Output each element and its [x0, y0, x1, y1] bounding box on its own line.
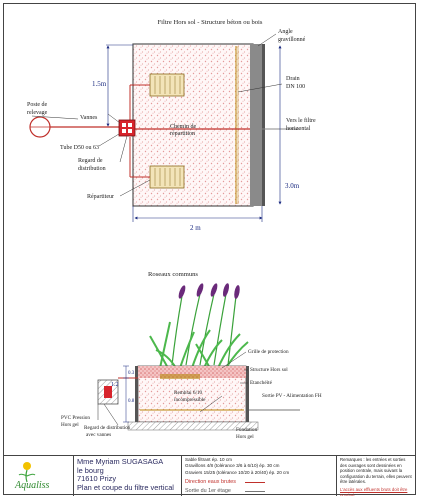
legend-first-stage: Sortie du 1er étage — [185, 488, 231, 494]
reeds — [149, 283, 249, 369]
label-drain-dn: DN 100 — [286, 84, 305, 90]
label-angle: Angle — [278, 29, 293, 35]
section-dimension-lines — [123, 365, 129, 423]
label-remblai-1: Remblai 6/10 — [174, 390, 203, 396]
logo-icon — [18, 462, 36, 483]
section-leader-lines — [97, 351, 248, 426]
owner-address-2: 71610 Prizy — [77, 474, 117, 484]
drawing-canvas: Filtre Hors sol - Structure béton ou boi… — [27, 19, 322, 440]
spec-line: Sable filtrant ép. 10 cm — [185, 457, 232, 462]
label-vers-1: Vers le filtre — [286, 117, 316, 124]
label-regard-1: Regard de — [78, 158, 103, 164]
label-tube: Tube D50 ou 63 — [60, 145, 99, 151]
label-regard-2: distribution — [78, 166, 106, 172]
legend-raw-water: Direction eaux brutes — [185, 479, 236, 485]
label-vannes: Vannes — [80, 115, 98, 121]
label-section-regard-2: avec vannes — [86, 432, 111, 438]
owner-name: Mme Myriam SUGASAGA — [77, 457, 164, 466]
label-chemin-1: Chemin de — [170, 124, 196, 130]
legend-first-stage-arrow-icon — [245, 491, 265, 492]
label-structure: Structure Hors sol — [250, 367, 288, 373]
label-remblai-2: incompressible — [174, 397, 206, 403]
dimension-bottom: 2 m — [190, 224, 201, 232]
owner-address-1: le bourg — [77, 465, 104, 475]
owner-cell: Mme Myriam SUGASAGA le bourg 71610 Prizy… — [73, 456, 181, 496]
label-pvc-2: Hors gel — [61, 422, 79, 428]
label-poste-2: relevage — [27, 110, 48, 116]
label-sortie: Sortie PV - Alimentation FH — [262, 393, 322, 399]
valve-box — [118, 119, 136, 137]
label-fondation-2: Hors gel — [236, 434, 254, 440]
drawing-title: Plan et coupe du filtre vertical — [77, 482, 174, 492]
leader-lines — [31, 33, 283, 197]
spec-line: Graviers 15/25 (tolérance 10/20 à 20/40)… — [185, 469, 290, 475]
label-vers-2: horizontal — [286, 126, 311, 132]
section-inlet-chamber — [97, 379, 119, 405]
label-fondation-1: Fondation — [236, 427, 257, 433]
section-structure — [118, 365, 300, 431]
label-pvc-1: PVC Pression — [61, 415, 90, 421]
logo-cell: Aqualiss — [3, 456, 73, 496]
label-section-regard-1: Regard de distribution — [84, 425, 131, 431]
dimension-right: 3.0m — [285, 182, 300, 190]
section-title: Roseaux communs — [148, 271, 198, 278]
distribution-chamber-top — [149, 73, 185, 97]
section-dim-total: 1.2 — [111, 382, 119, 388]
remarks-text: Remarques : les entrées et sorties des o… — [340, 457, 412, 485]
dimension-left: 1.5m — [92, 80, 107, 88]
plan-title: Filtre Hors sol - Structure béton ou boi… — [158, 19, 263, 26]
distribution-chamber-bottom — [149, 165, 185, 189]
title-block: Aqualiss Mme Myriam SUGASAGA le bourg 71… — [3, 455, 416, 496]
specs-cell: Sable filtrant ép. 10 cm Gravillons 4/8 … — [181, 456, 336, 496]
remarks-cell: Remarques : les entrées et sorties des o… — [336, 456, 416, 496]
legend-raw-arrow-icon — [245, 482, 265, 483]
label-chemin-2: répartition — [170, 131, 195, 137]
label-gravillonne: gravillonné — [278, 37, 306, 43]
dimension-lines — [106, 44, 282, 222]
section-dim-lower: 0.8 — [128, 399, 135, 404]
label-etancheite: Etanchéité — [250, 380, 273, 386]
spec-line: Gravillons 4/8 (tolérance 3/6 à 6/10) ép… — [185, 463, 280, 469]
logo-text: Aqualiss — [15, 480, 50, 491]
label-drain: Drain — [286, 76, 300, 82]
label-repartiteur: Répartiteur — [87, 194, 114, 200]
label-grille: Grille de protection — [248, 349, 289, 355]
section-dim-upper: 0.3 — [128, 371, 135, 376]
access-warning: L'accès aux effluents bruts doit être pr… — [340, 486, 408, 496]
label-poste-1: Poste de — [27, 102, 48, 108]
